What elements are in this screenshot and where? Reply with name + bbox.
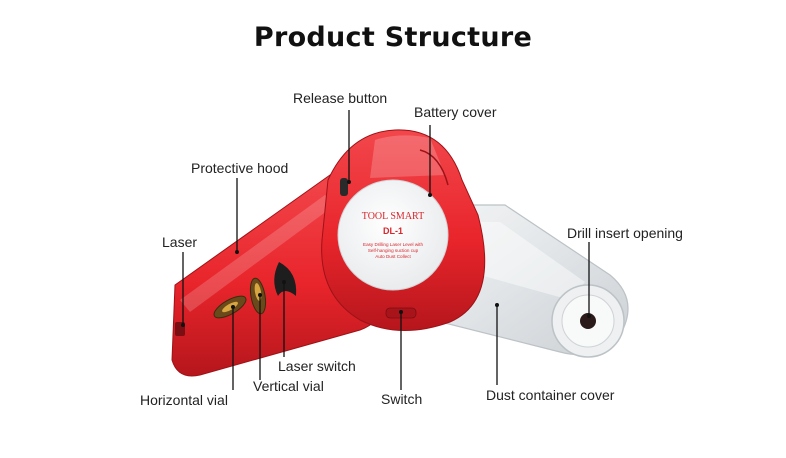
page-title: Product Structure [253, 22, 533, 53]
label-drill-insert-opening: Drill insert opening [567, 225, 683, 241]
leader-lines [181, 110, 591, 390]
label-release-button: Release button [293, 90, 388, 106]
label-face [337, 179, 449, 291]
laser-switch-knob [274, 262, 297, 296]
label-laser: Laser [162, 234, 198, 250]
label-laser-switch: Laser switch [278, 358, 356, 374]
drill-opening-hole [580, 313, 596, 329]
battery-cover [419, 149, 449, 186]
model-text: DL-1 [383, 226, 403, 236]
release-button [340, 178, 348, 196]
label-dust-container-cover: Dust container cover [486, 387, 615, 403]
tagline-line-3: Auto Dust Collect [375, 254, 411, 259]
label-switch: Switch [381, 391, 423, 407]
brand-text: TOOL SMART [362, 211, 424, 222]
tagline-line-2: Self-hanging suction cup [368, 248, 419, 253]
label-battery-cover: Battery cover [414, 104, 497, 120]
label-vertical-vial: Vertical vial [253, 378, 324, 394]
label-protective-hood: Protective hood [191, 160, 289, 176]
label-horizontal-vial: Horizontal vial [140, 392, 228, 408]
tagline-line-1: Easy Drilling Laser Level with [363, 242, 423, 247]
